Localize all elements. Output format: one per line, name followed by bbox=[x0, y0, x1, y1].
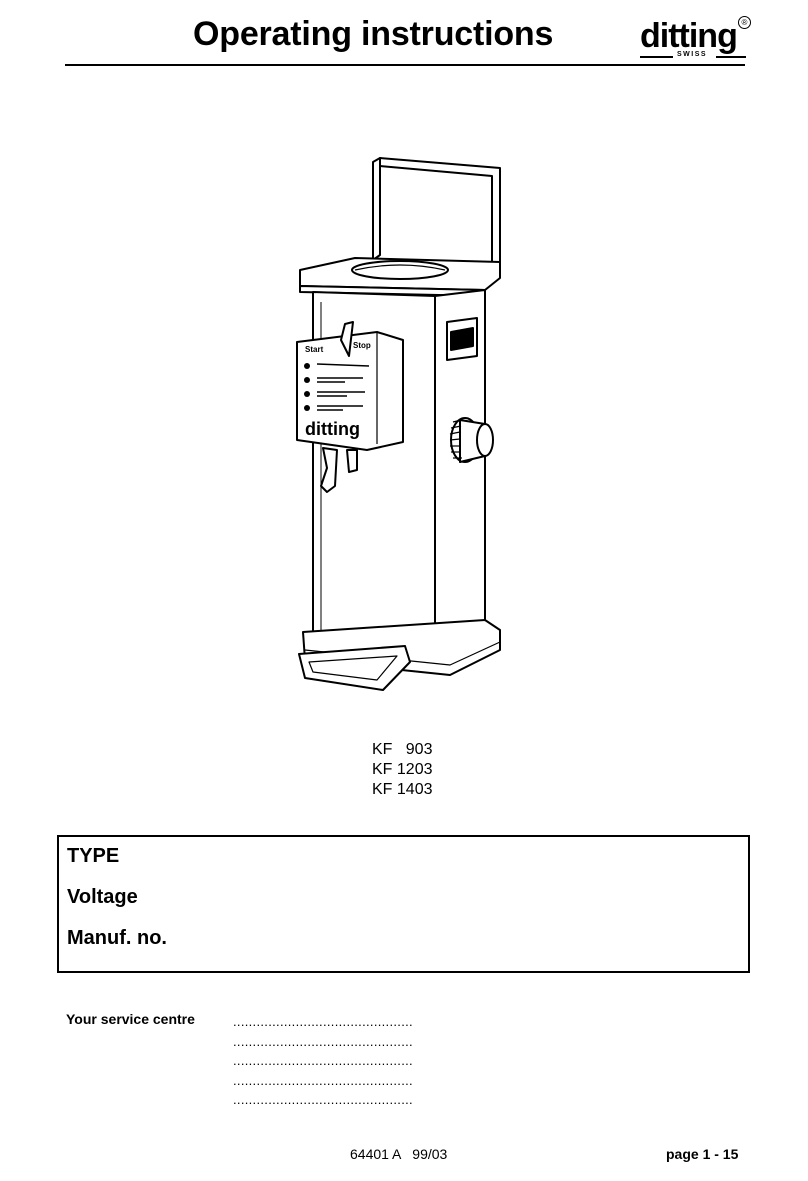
service-centre-label: Your service centre bbox=[66, 1011, 195, 1027]
logo-rule-right bbox=[716, 56, 746, 58]
panel-stop-label: Stop bbox=[353, 341, 371, 350]
type-label: TYPE bbox=[67, 845, 120, 867]
dotted-line: ........................................… bbox=[233, 1014, 413, 1029]
logo-wordmark: ditting bbox=[640, 17, 738, 55]
panel-brand-label: ditting bbox=[305, 419, 360, 439]
document-code: 64401 A 99/03 bbox=[350, 1146, 448, 1162]
registered-mark: ® bbox=[738, 16, 751, 29]
dotted-line: ........................................… bbox=[233, 1053, 413, 1068]
coffee-grinder-illustration: Start Stop ditting bbox=[296, 157, 501, 691]
panel-start-label: Start bbox=[305, 345, 324, 354]
model-item: KF 903 bbox=[372, 741, 433, 758]
manuf-no-label: Manuf. no. bbox=[67, 927, 167, 949]
page-title: Operating instructions bbox=[193, 15, 554, 53]
service-centre-lines: ........................................… bbox=[233, 1012, 413, 1110]
voltage-label: Voltage bbox=[67, 886, 138, 908]
dotted-line: ........................................… bbox=[233, 1092, 413, 1107]
model-list: KF 903 KF 1203 KF 1403 bbox=[372, 740, 432, 800]
dotted-line: ........................................… bbox=[233, 1072, 413, 1088]
logo-rule-left bbox=[640, 56, 673, 58]
header-rule bbox=[65, 64, 745, 66]
page-number: page 1 - 15 bbox=[666, 1146, 739, 1162]
model-item: KF 1403 bbox=[372, 781, 433, 798]
ditting-logo: ditting ® SWISS bbox=[636, 16, 752, 62]
dotted-line: ........................................… bbox=[233, 1033, 413, 1049]
logo-subtitle: SWISS bbox=[677, 51, 708, 58]
type-info-box: TYPE Voltage Manuf. no. bbox=[57, 835, 750, 973]
model-item: KF 1203 bbox=[372, 761, 433, 778]
